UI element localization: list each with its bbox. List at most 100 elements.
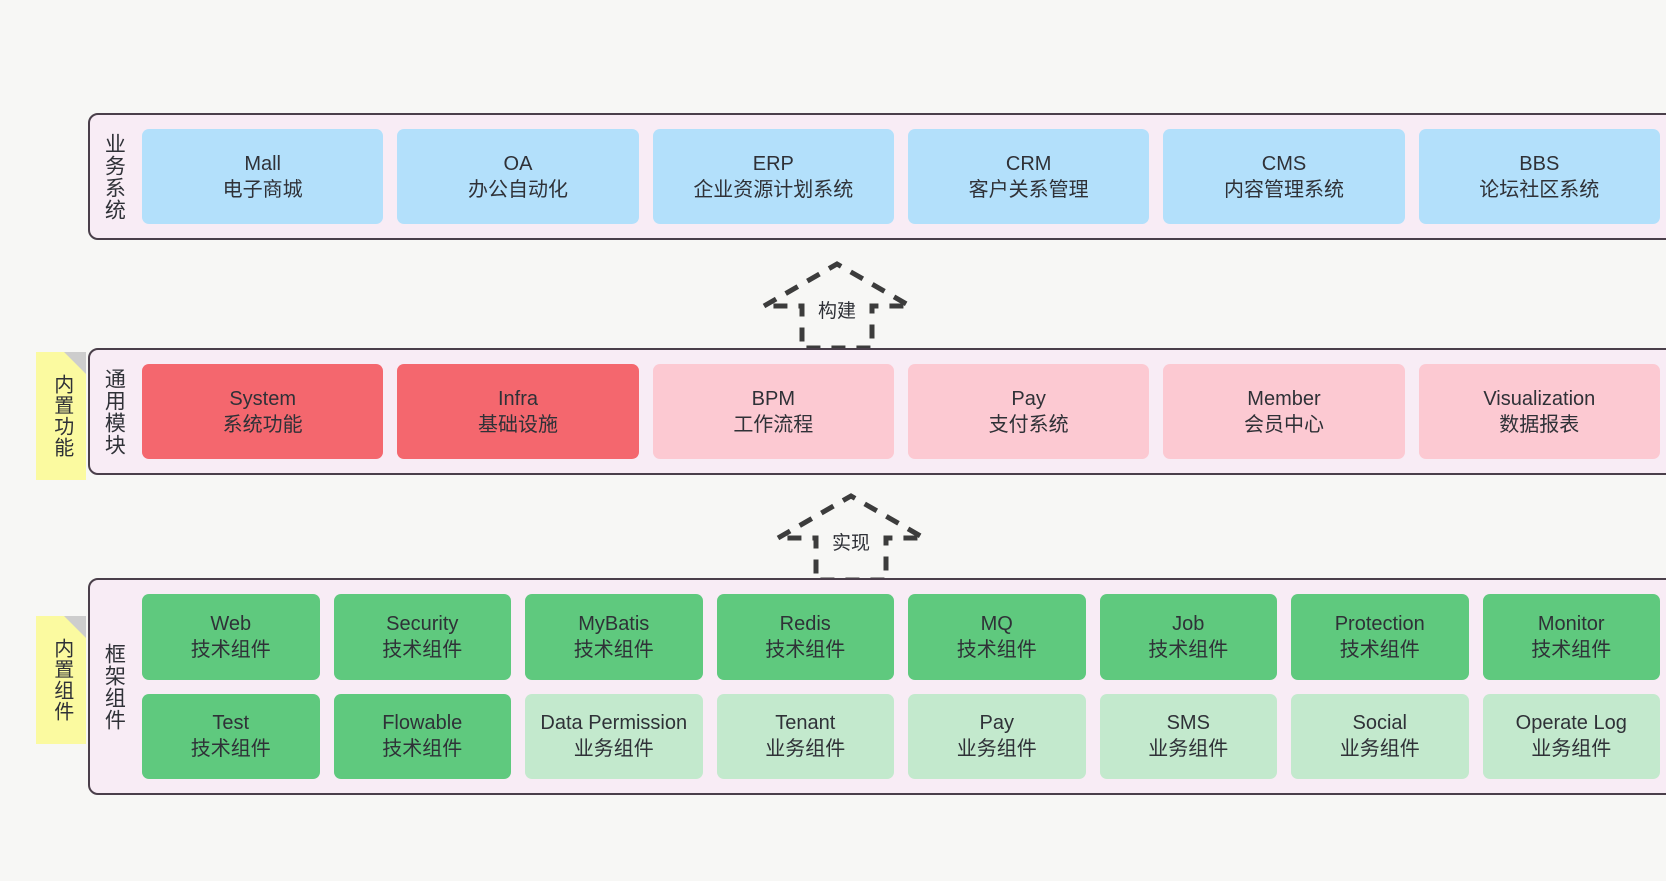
card-web[interactable]: Web 技术组件	[142, 594, 320, 680]
arrow-build: 构建	[754, 258, 920, 351]
card-mq[interactable]: MQ 技术组件	[908, 594, 1086, 680]
card-operate-log[interactable]: Operate Log 业务组件	[1482, 693, 1660, 779]
card-title-en: Pay	[979, 712, 1014, 735]
card-tenant[interactable]: Tenant 业务组件	[716, 693, 894, 779]
arrow-implement-label: 实现	[831, 533, 870, 554]
card-title-en: BBS	[1519, 152, 1560, 175]
card-grid-framework-components: Web 技术组件 Security 技术组件 MyBatis 技术组件 Redi…	[136, 580, 1666, 793]
sticky-note-label: 内置功能	[50, 374, 73, 458]
note-fold-corner	[64, 616, 86, 638]
card-title-cn: 技术组件	[382, 638, 463, 661]
sticky-note-builtin-features[interactable]: 内置功能	[36, 352, 86, 480]
sticky-note-label: 内置组件	[50, 638, 73, 722]
card-test[interactable]: Test 技术组件	[142, 693, 320, 779]
card-title-cn: 业务组件	[765, 738, 846, 761]
card-title-en: Visualization	[1483, 387, 1596, 410]
card-security[interactable]: Security 技术组件	[333, 594, 511, 680]
card-title-en: Mall	[244, 152, 281, 175]
card-protection[interactable]: Protection 技术组件	[1291, 594, 1469, 680]
card-member[interactable]: Member 会员中心	[1163, 364, 1405, 459]
card-title-cn: 技术组件	[382, 738, 463, 761]
card-title-cn: 支付系统	[988, 413, 1069, 436]
card-title-cn: 论坛社区系统	[1479, 178, 1600, 201]
card-erp[interactable]: ERP 企业资源计划系统	[652, 129, 894, 224]
card-data-permission[interactable]: Data Permission 业务组件	[525, 693, 703, 779]
layer-title-business-systems: 业务系统	[102, 132, 126, 221]
card-title-cn: 技术组件	[1148, 638, 1229, 661]
card-row: Test 技术组件 Flowable 技术组件 Data Permission …	[142, 693, 1660, 779]
layer-title-common-modules: 通用模块	[102, 367, 126, 456]
card-title-cn: 客户关系管理	[968, 178, 1089, 201]
card-system[interactable]: System 系统功能	[142, 364, 384, 459]
card-title-cn: 电子商城	[222, 178, 303, 201]
card-row: Web 技术组件 Security 技术组件 MyBatis 技术组件 Redi…	[142, 594, 1660, 680]
card-monitor[interactable]: Monitor 技术组件	[1482, 594, 1660, 680]
card-title-cn: 技术组件	[765, 638, 846, 661]
card-title-en: Data Permission	[540, 712, 688, 735]
card-crm[interactable]: CRM 客户关系管理	[907, 129, 1150, 224]
card-grid-common-modules: System 系统功能 Infra 基础设施 BPM 工作流程 Pay 支付系统…	[136, 350, 1666, 473]
card-visualization[interactable]: Visualization 数据报表	[1418, 364, 1660, 459]
arrow-implement: 实现	[768, 490, 934, 583]
card-pay-business[interactable]: Pay 业务组件	[908, 693, 1086, 779]
note-fold-corner	[64, 352, 86, 374]
card-title-cn: 系统功能	[222, 413, 303, 436]
card-title-cn: 业务组件	[956, 738, 1037, 761]
card-title-en: BPM	[751, 387, 795, 410]
card-job[interactable]: Job 技术组件	[1099, 594, 1277, 680]
card-title-en: SMS	[1166, 712, 1210, 735]
card-cms[interactable]: CMS 内容管理系统	[1163, 129, 1405, 224]
card-oa[interactable]: OA 办公自动化	[397, 129, 639, 224]
layer-business-systems[interactable]: 业务系统 Mall 电子商城 OA 办公自动化 ERP 企业资源计划系统 CRM…	[88, 113, 1666, 240]
card-title-en: CRM	[1005, 152, 1052, 175]
arrow-implement-shape	[768, 493, 934, 583]
card-mall[interactable]: Mall 电子商城	[142, 129, 384, 224]
card-title-en: Protection	[1334, 612, 1425, 635]
card-title-en: CMS	[1261, 152, 1307, 175]
card-infra[interactable]: Infra 基础设施	[397, 364, 639, 459]
card-flowable[interactable]: Flowable 技术组件	[333, 693, 511, 779]
card-title-cn: 技术组件	[190, 638, 271, 661]
card-title-en: MyBatis	[578, 612, 650, 635]
card-title-en: Flowable	[382, 712, 463, 735]
card-title-en: Member	[1247, 387, 1321, 410]
sticky-note-builtin-components[interactable]: 内置组件	[36, 616, 86, 744]
card-title-cn: 技术组件	[573, 638, 654, 661]
card-grid-business-systems: Mall 电子商城 OA 办公自动化 ERP 企业资源计划系统 CRM 客户关系…	[136, 115, 1666, 238]
card-title-cn: 数据报表	[1499, 413, 1580, 436]
card-title-cn: 技术组件	[1531, 638, 1612, 661]
layer-framework-components[interactable]: 框架组件 Web 技术组件 Security 技术组件 MyBatis 技术组件…	[88, 578, 1666, 795]
card-title-cn: 业务组件	[1148, 738, 1229, 761]
arrow-build-label: 构建	[817, 301, 856, 322]
card-title-en: Web	[210, 612, 252, 635]
card-row: System 系统功能 Infra 基础设施 BPM 工作流程 Pay 支付系统…	[142, 364, 1660, 459]
card-title-en: Infra	[497, 387, 538, 410]
card-title-cn: 会员中心	[1243, 413, 1324, 436]
card-title-cn: 工作流程	[733, 413, 814, 436]
card-redis[interactable]: Redis 技术组件	[716, 594, 894, 680]
layer-title-framework-components: 框架组件	[102, 642, 126, 731]
card-row: Mall 电子商城 OA 办公自动化 ERP 企业资源计划系统 CRM 客户关系…	[142, 129, 1660, 224]
card-social[interactable]: Social 业务组件	[1291, 693, 1469, 779]
card-title-en: Pay	[1011, 387, 1046, 410]
card-title-cn: 技术组件	[956, 638, 1037, 661]
card-title-en: ERP	[752, 152, 794, 175]
card-pay[interactable]: Pay 支付系统	[907, 364, 1150, 459]
layer-common-modules[interactable]: 通用模块 System 系统功能 Infra 基础设施 BPM 工作流程 Pay…	[88, 348, 1666, 475]
card-title-en: Monitor	[1537, 612, 1605, 635]
card-title-cn: 基础设施	[477, 413, 558, 436]
card-title-en: MQ	[980, 612, 1013, 635]
card-title-cn: 业务组件	[573, 738, 654, 761]
card-title-en: Operate Log	[1515, 712, 1627, 735]
arrow-build-shape	[754, 261, 920, 351]
card-bpm[interactable]: BPM 工作流程	[652, 364, 894, 459]
card-mybatis[interactable]: MyBatis 技术组件	[525, 594, 703, 680]
card-title-cn: 企业资源计划系统	[693, 178, 854, 201]
card-title-cn: 业务组件	[1531, 738, 1612, 761]
card-title-cn: 内容管理系统	[1223, 178, 1344, 201]
card-title-en: System	[229, 387, 296, 410]
card-title-en: Tenant	[775, 712, 836, 735]
card-bbs[interactable]: BBS 论坛社区系统	[1418, 129, 1660, 224]
card-title-en: OA	[503, 152, 533, 175]
card-sms[interactable]: SMS 业务组件	[1099, 693, 1277, 779]
